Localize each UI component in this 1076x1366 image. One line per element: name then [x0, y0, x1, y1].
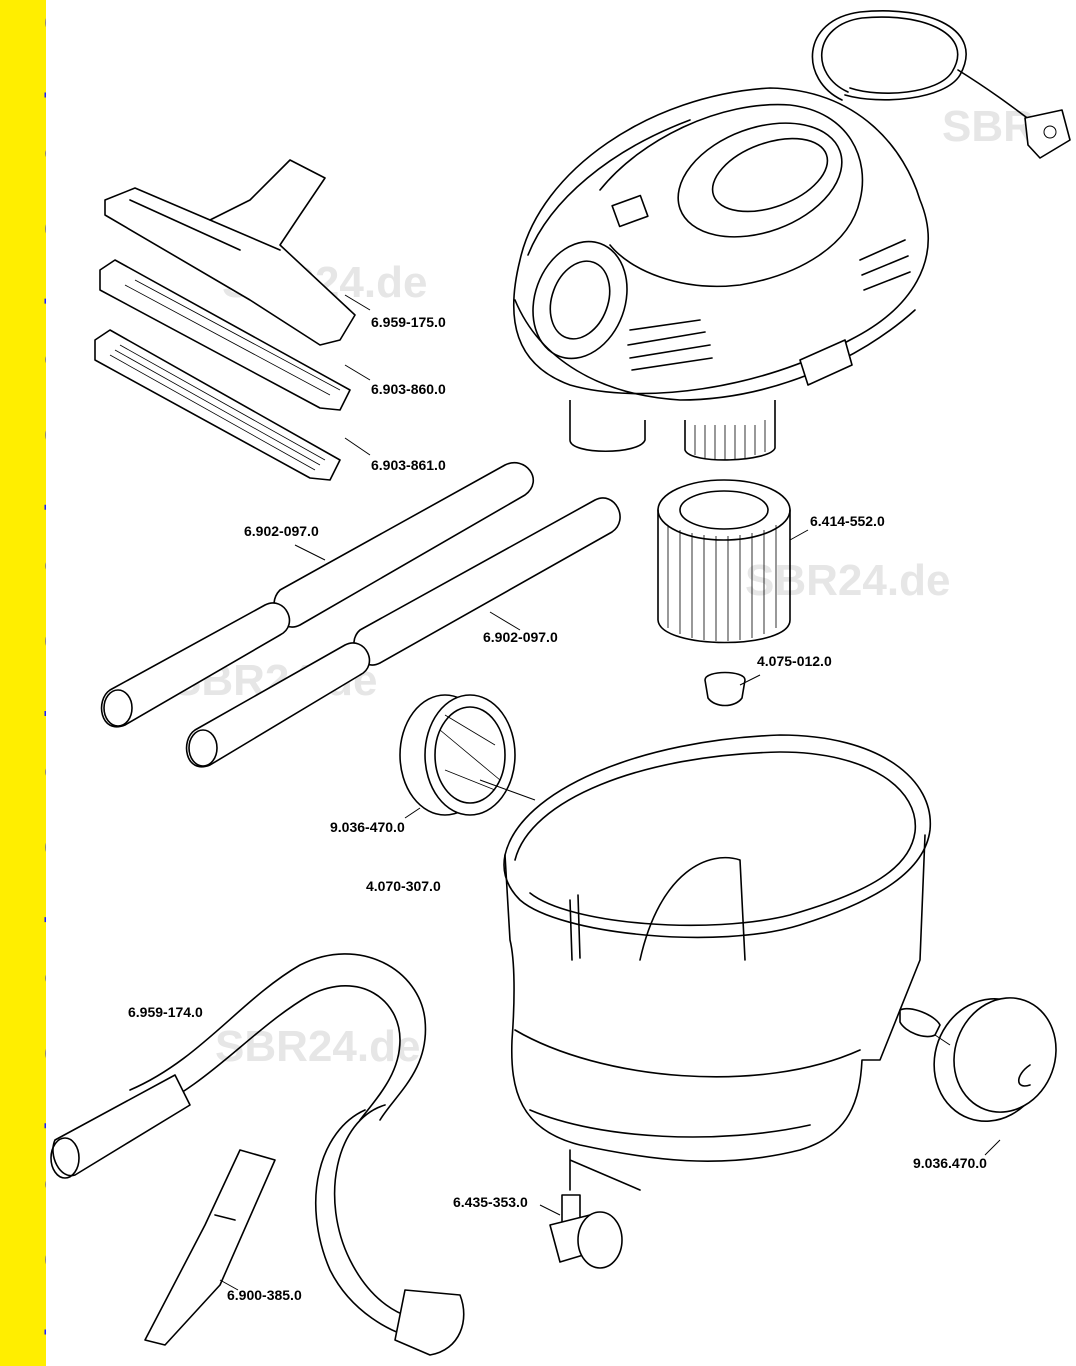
- part-number-label: 4.075-012.0: [757, 653, 832, 669]
- part-number-label: 4.070-307.0: [366, 878, 441, 894]
- watermark: SBR: [942, 102, 1035, 151]
- floor-nozzle: [104, 159, 356, 346]
- leader-lines: [219, 294, 1001, 1291]
- part-number-label: 9.036-470.0: [330, 819, 405, 835]
- wheel-left: [399, 694, 516, 816]
- watermark: SBR24.de: [745, 556, 951, 605]
- container: [503, 734, 941, 1191]
- part-number-label: 6.959-174.0: [128, 1004, 203, 1020]
- wheel-right: [933, 997, 1057, 1123]
- cartridge-filter: [657, 479, 791, 707]
- crevice-nozzle: [144, 1149, 276, 1346]
- part-number-label: 6.902-097.0: [244, 523, 319, 539]
- nozzle-strips: [94, 259, 351, 481]
- part-number-label: 6.903-861.0: [371, 457, 446, 473]
- suction-tubes: [100, 462, 621, 768]
- part-number-label: 6.435-353.0: [453, 1194, 528, 1210]
- castor: [549, 1194, 623, 1269]
- part-number-label: 6.903-860.0: [371, 381, 446, 397]
- part-number-label: 6.902-097.0: [483, 629, 558, 645]
- power-cord: [811, 10, 1071, 159]
- part-number-label: 9.036.470.0: [913, 1155, 987, 1171]
- suction-hose: [50, 953, 465, 1356]
- part-number-label: 6.414-552.0: [810, 513, 885, 529]
- side-banner: 4.de • SBR24.de • SBR24.de • SBR24.de • …: [0, 0, 46, 1366]
- part-number-label: 6.959-175.0: [371, 314, 446, 330]
- motor-head: [513, 87, 929, 461]
- part-number-label: 6.900-385.0: [227, 1287, 302, 1303]
- watermark: SBR24.de: [215, 1022, 421, 1071]
